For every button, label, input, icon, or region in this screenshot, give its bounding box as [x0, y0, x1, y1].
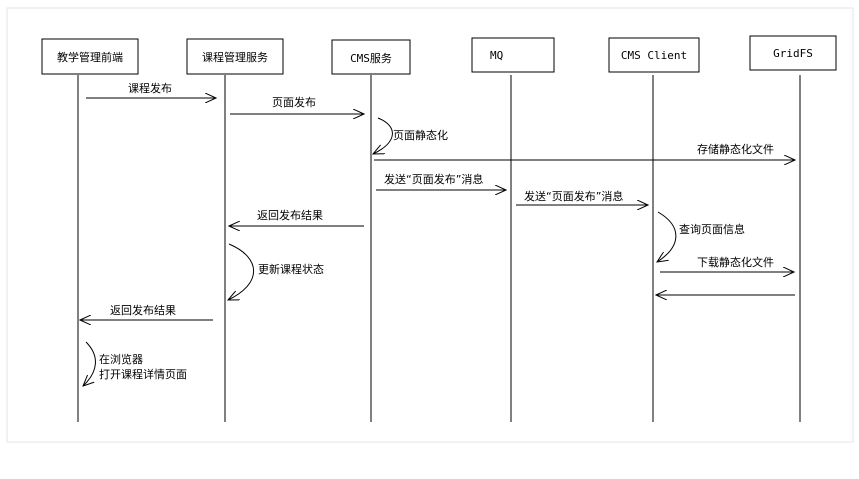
participant-teaching-frontend: 教学管理前端: [41, 38, 139, 75]
message-label: 页面静态化: [393, 128, 448, 142]
message-label: 发送“页面发布”消息: [524, 189, 623, 203]
message-label: 存储静态化文件: [697, 142, 774, 156]
message-return-result-cms: 返回发布结果: [229, 208, 364, 226]
message-label-line: 在浏览器: [99, 352, 143, 366]
message-send-page-publish-msg: 发送“页面发布”消息: [376, 172, 506, 190]
message-arrow: [228, 243, 255, 300]
message-store-static-file: 存储静态化文件: [374, 142, 795, 160]
participant-cms-service: CMS服务: [331, 39, 411, 75]
participant-cms-client: CMS Client: [608, 37, 700, 73]
message-query-page-info: 查询页面信息: [657, 211, 745, 262]
message-page-publish: 页面发布: [230, 95, 364, 114]
message-page-staticize: 页面静态化: [373, 117, 448, 154]
message-course-publish: 课程发布: [86, 81, 216, 98]
message-label: 更新课程状态: [258, 262, 324, 276]
message-label: 返回发布结果: [257, 208, 323, 222]
participant-label: CMS服务: [350, 52, 392, 65]
message-label: 发送“页面发布”消息: [384, 172, 483, 186]
participant-label: GridFS: [773, 47, 813, 60]
message-return-result-course: 返回发布结果: [80, 303, 213, 320]
participant-label: MQ: [490, 49, 503, 62]
participant-label: 教学管理前端: [57, 50, 123, 64]
message-label: 下载静态化文件: [697, 255, 774, 269]
participant-mq: MQ: [471, 37, 555, 73]
diagram-frame: [6, 7, 854, 443]
participant-label: CMS Client: [621, 49, 687, 62]
message-arrow: [373, 117, 393, 154]
message-open-course-detail: 在浏览器打开课程详情页面: [83, 341, 187, 386]
message-download-static-file: 下载静态化文件: [660, 255, 794, 272]
message-label: 返回发布结果: [110, 303, 176, 317]
message-label: 查询页面信息: [679, 222, 745, 236]
message-label: 页面发布: [272, 95, 316, 109]
message-update-course-status: 更新课程状态: [228, 243, 324, 300]
participant-label: 课程管理服务: [202, 50, 268, 64]
message-label-line: 打开课程详情页面: [99, 367, 187, 381]
message-forward-page-publish-msg: 发送“页面发布”消息: [516, 189, 648, 205]
message-arrow: [657, 211, 677, 262]
participant-gridfs: GridFS: [749, 35, 837, 71]
message-label-multiline: 在浏览器打开课程详情页面: [99, 352, 187, 381]
message-arrow: [83, 341, 96, 386]
message-label: 课程发布: [128, 81, 172, 95]
participant-course-service: 课程管理服务: [186, 38, 284, 75]
